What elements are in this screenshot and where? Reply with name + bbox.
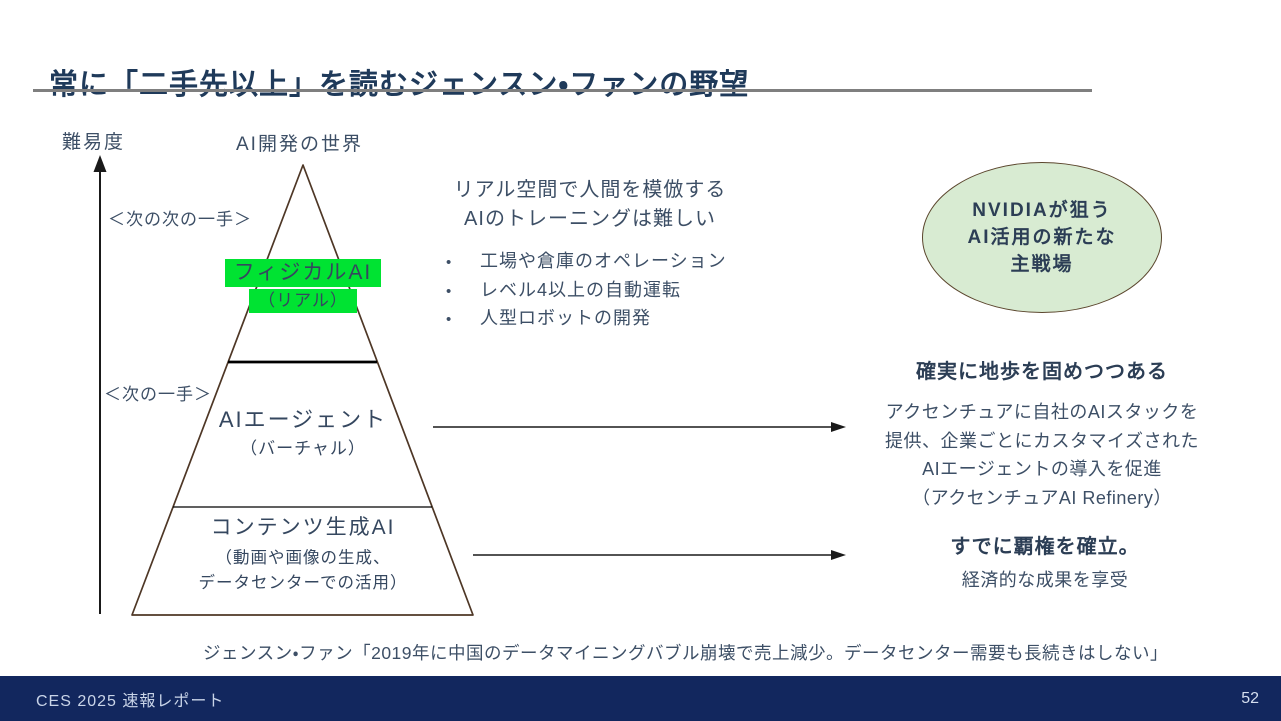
nvidia-target-text: NVIDIAが狙う AI活用の新たな 主戦場 [967,200,1117,275]
right-block-content-status: すでに覇権を確立。 経済的な成果を享受 [870,530,1220,595]
physical-ai-sublabel: （リアル） [249,289,357,313]
footer-report-title: CES 2025 速報レポート [36,692,225,710]
difficulty-axis-arrowhead-icon [93,155,107,172]
pyramid-level-physical-ai: フィジカルAI （リアル） [152,259,454,313]
ai-agent-label: AIエージェント [218,407,388,432]
bottom-quote: ジェンスン・ファン「2019年に中国のデータマイニングバブル崩壊で売上減少。デー… [202,643,1169,663]
bullet-icon: • [446,254,453,271]
label-next-next-move: ＜次の次の一手＞ [108,210,252,229]
list-item: • レベル4以上の自動運転 [446,279,682,300]
title-underline [33,89,1092,92]
arrow-content-head-icon [831,550,846,560]
bullet-list: • 工場や倉庫のオペレーション • レベル4以上の自動運転 • 人型ロボットの開… [446,247,727,333]
content-gen-ai-label: コンテンツ生成AI [210,516,396,539]
content-status-body: 経済的な成果を享受 [961,570,1129,590]
bullet-icon: • [446,311,453,329]
axis-label-difficulty: 難易度 [62,132,126,153]
list-item: • 人型ロボットの開発 [446,308,651,329]
arrow-agent-head-icon [831,422,846,432]
footer-bar: CES 2025 速報レポート 52 [0,676,1281,721]
bullet-icon: • [446,282,453,300]
physical-ai-label: フィジカルAI [224,259,382,287]
agent-status-body: アクセンチュアに自社のAIスタックを 提供、企業ごとにカスタマイズされた AIエ… [885,402,1199,509]
page-number: 52 [1241,689,1259,707]
ai-agent-sublabel: （バーチャル） [240,439,366,458]
content-status-heading: すでに覇権を確立。 [950,536,1140,558]
pyramid-level-content-gen-ai: コンテンツ生成AI （動画や画像の生成、 データセンターでの活用） [152,517,454,596]
page-title: 常に「二手先以上」を読むジェンスン・ファンの野望 [49,69,750,102]
label-next-move: ＜次の一手＞ [104,385,212,404]
pyramid-title: AI開発の世界 [236,134,363,155]
list-item: • 工場や倉庫のオペレーション [446,251,727,271]
content-gen-ai-sublabel: （動画や画像の生成、 データセンターでの活用） [198,549,408,592]
agent-status-heading: 確実に地歩を固めつつある [916,361,1168,383]
middle-heading: リアル空間で人間を模倣する AIのトレーニングは難しい [453,179,727,230]
nvidia-target-ellipse: NVIDIAが狙う AI活用の新たな 主戦場 [922,162,1162,313]
pyramid-level-ai-agent: AIエージェント （バーチャル） [152,407,454,458]
right-block-agent-status: 確実に地歩を固めつつある アクセンチュアに自社のAIスタックを 提供、企業ごとに… [858,355,1226,513]
